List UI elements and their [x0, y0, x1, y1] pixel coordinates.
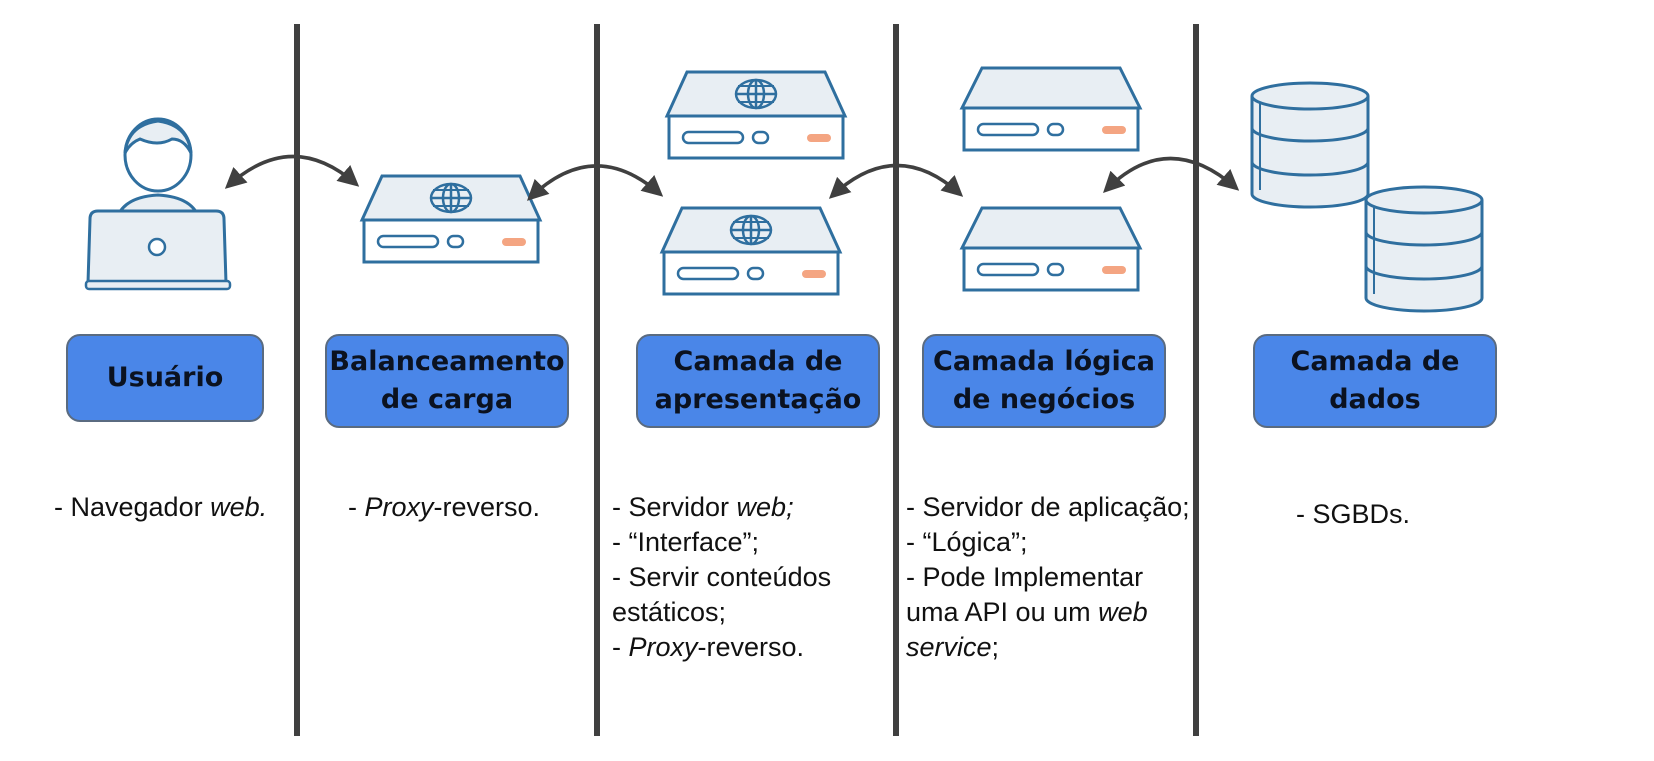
tier-description-apresentacao: - Servidor web;- “Interface”;- Servir co… — [612, 490, 831, 665]
description-text: uma API ou um — [906, 597, 1099, 627]
description-text: web; — [736, 492, 794, 522]
web-server-icon — [660, 206, 842, 296]
tier-title-logica: Camada lógica de negócios — [922, 334, 1166, 428]
tier-title-text: Balanceamento de carga — [329, 346, 565, 415]
description-text: - “Lógica”; — [906, 527, 1028, 557]
description-text: web — [1098, 597, 1148, 627]
tier-description-dados: - SGBDs. — [1296, 497, 1410, 532]
tier-divider — [1193, 24, 1199, 736]
description-line: - Servidor de aplicação; — [906, 490, 1190, 525]
web-server-icon — [360, 174, 542, 264]
description-line: - “Interface”; — [612, 525, 831, 560]
description-text: - Servidor de aplicação; — [906, 492, 1190, 522]
description-line: - Navegador web. — [54, 490, 267, 525]
description-text: Proxy — [628, 632, 698, 662]
tier-title-text: Camada lógica de negócios — [933, 346, 1155, 415]
app-server-icon — [960, 206, 1142, 292]
description-line: - SGBDs. — [1296, 497, 1410, 532]
tier-title-text: Camada de apresentação — [654, 346, 862, 415]
description-text: service — [906, 632, 992, 662]
database-icon — [1250, 81, 1370, 209]
app-server-icon — [960, 66, 1142, 152]
description-line: uma API ou um web — [906, 595, 1190, 630]
tier-title-balanceamento: Balanceamento de carga — [325, 334, 569, 428]
description-text: - — [612, 632, 629, 662]
description-text: - — [348, 492, 365, 522]
description-line: - Servir conteúdos — [612, 560, 831, 595]
tier-title-dados: Camada de dados — [1253, 334, 1497, 428]
tier-title-text: Camada de dados — [1290, 346, 1460, 415]
description-line: - Pode Implementar — [906, 560, 1190, 595]
description-line: service; — [906, 630, 1190, 665]
tier-divider — [893, 24, 899, 736]
description-text: -reverso. — [433, 492, 541, 522]
description-line: - Proxy-reverso. — [612, 630, 831, 665]
web-server-icon — [665, 70, 847, 160]
description-text: Proxy — [364, 492, 434, 522]
description-text: web. — [210, 492, 268, 522]
description-text: - SGBDs. — [1296, 499, 1411, 529]
description-text: - Servir conteúdos — [612, 562, 832, 592]
database-icon — [1364, 185, 1484, 313]
tier-divider — [294, 24, 300, 736]
description-line: - “Lógica”; — [906, 525, 1190, 560]
connection-arrow — [1103, 156, 1240, 193]
tier-description-usuario: - Navegador web. — [54, 490, 267, 525]
description-text: ; — [991, 632, 1000, 662]
tier-title-text: Usuário — [106, 362, 224, 393]
tier-description-balanceamento: - Proxy-reverso. — [348, 490, 540, 525]
description-text: - Pode Implementar — [906, 562, 1144, 592]
description-text: - Navegador — [54, 492, 211, 522]
tier-title-usuario: Usuário — [66, 334, 264, 422]
description-line: - Servidor web; — [612, 490, 831, 525]
description-line: estáticos; — [612, 595, 831, 630]
description-text: - Servidor — [612, 492, 737, 522]
tier-title-apresentacao: Camada de apresentação — [636, 334, 880, 428]
tier-divider — [594, 24, 600, 736]
tier-description-logica: - Servidor de aplicação; - “Lógica”; - Pod… — [906, 490, 1190, 665]
description-line: - Proxy-reverso. — [348, 490, 540, 525]
connection-arrow — [224, 154, 360, 189]
user-laptop-icon — [84, 117, 232, 291]
description-text: estáticos; — [612, 597, 727, 627]
description-text: -reverso. — [697, 632, 805, 662]
description-text: - “Interface”; — [612, 527, 760, 557]
